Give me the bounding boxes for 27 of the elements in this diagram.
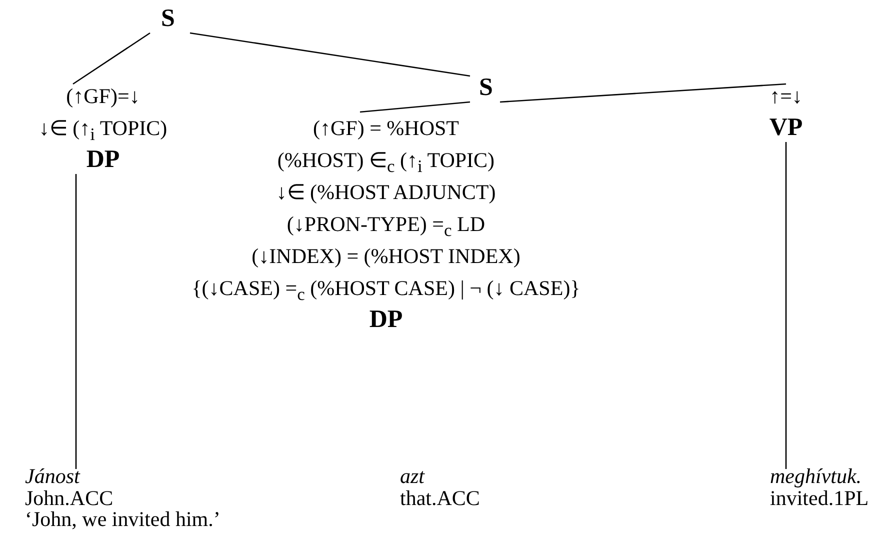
- annotation: (↑GF)=↓: [66, 83, 140, 110]
- annotation: (↑GF) = %HOST: [313, 115, 459, 142]
- annotation: (↓INDEX) = (%HOST INDEX): [252, 243, 520, 270]
- gloss: John.ACC: [25, 487, 114, 509]
- tree-branch: [360, 101, 470, 113]
- word: azt: [400, 465, 425, 487]
- category-label: VP: [769, 113, 803, 143]
- gloss: that.ACC: [400, 487, 480, 509]
- annotation: (↓PRON-TYPE) =$_{c}$ LD: [286, 211, 486, 240]
- category-label: S: [479, 73, 493, 103]
- tree-branch: [72, 32, 150, 85]
- annotation: ↓∈ (%HOST ADJUNCT): [276, 179, 496, 206]
- translation: ‘John, we invited him.’: [25, 507, 220, 532]
- gloss: invited.1PL: [770, 487, 869, 509]
- category-label: S: [161, 4, 175, 34]
- tree-branch: [785, 142, 787, 469]
- word: Jánost: [25, 465, 80, 487]
- word: meghívtuk.: [770, 465, 862, 487]
- category-label: DP: [86, 145, 120, 175]
- category-label: DP: [369, 305, 403, 335]
- annotation: (%HOST) ∈$_{c}$ (↑$_{i}$ TOPIC): [277, 147, 495, 176]
- annotation: ↓∈ (↑$_{i}$ TOPIC): [38, 115, 168, 144]
- tree-branch: [75, 174, 77, 469]
- annotation: ↑=↓: [770, 83, 802, 110]
- tree-branch: [190, 32, 470, 77]
- tree-branch: [500, 83, 786, 103]
- annotation: {(↓CASE) =$_{c}$ (%HOST CASE) | ¬ (↓ CASE)}: [192, 275, 580, 304]
